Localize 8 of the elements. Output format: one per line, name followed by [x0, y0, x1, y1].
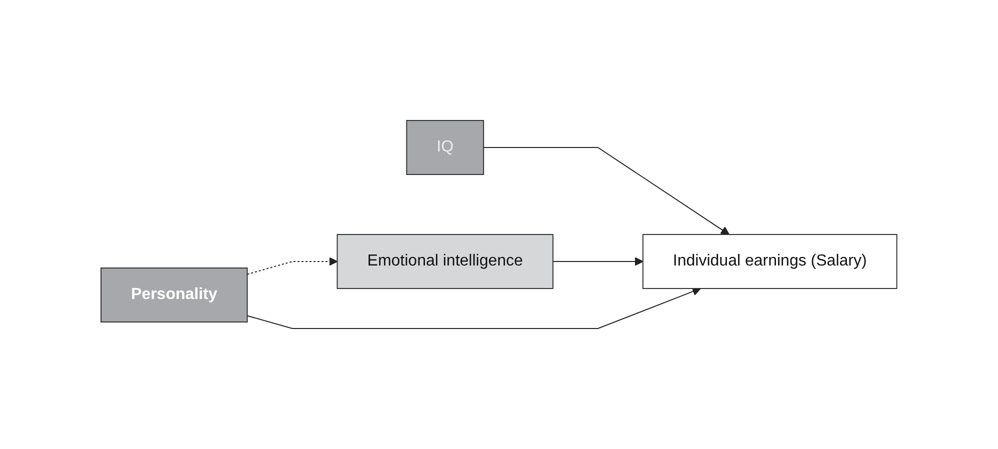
arrow — [483, 147, 730, 235]
arrow — [246, 287, 702, 329]
arrow — [246, 257, 338, 275]
node-box: Emotional intelligence — [336, 234, 554, 289]
arrow — [552, 257, 644, 266]
node-box: Personality — [100, 268, 248, 322]
node-box: Individual earnings (Salary) — [642, 234, 898, 289]
node-box: IQ — [406, 120, 484, 175]
